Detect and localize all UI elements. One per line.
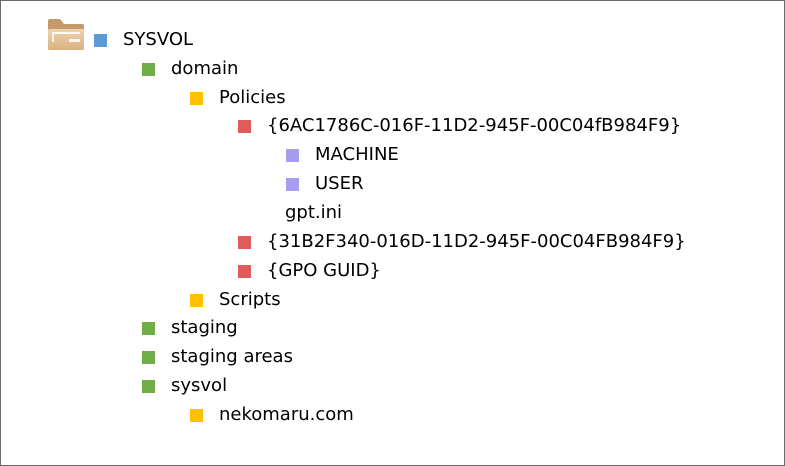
node-label: USER	[315, 173, 364, 194]
node-marker	[190, 408, 203, 422]
node-label: SYSVOL	[123, 29, 194, 50]
node-label: Policies	[219, 87, 286, 108]
node-label: domain	[171, 58, 239, 79]
tree-node-domain: domain	[142, 57, 238, 81]
node-label: staging	[171, 317, 238, 338]
node-label: {GPO GUID}	[267, 260, 381, 281]
tree-node-policies: Policies	[190, 86, 286, 110]
tree-node-gpt-ini: gpt.ini	[285, 201, 342, 225]
tree-node-scripts: Scripts	[190, 288, 281, 312]
tree-node-staging-areas: staging areas	[142, 345, 293, 369]
node-label: MACHINE	[315, 144, 399, 165]
node-label: Scripts	[219, 289, 281, 310]
node-marker	[94, 33, 107, 47]
tree-node-user: USER	[286, 172, 363, 196]
node-marker	[142, 62, 155, 76]
tree-node-staging: staging	[142, 316, 238, 340]
node-marker	[286, 177, 299, 191]
node-marker	[142, 350, 155, 364]
tree-node-sysvol-sub: sysvol	[142, 374, 227, 398]
node-marker	[142, 321, 155, 335]
node-marker	[190, 91, 203, 105]
tree-node-gpo-default-domain-policy: {6AC1786C-016F-11D2-945F-00C04fB984F9}	[238, 114, 681, 138]
node-marker	[142, 379, 155, 393]
node-label: nekomaru.com	[219, 404, 354, 425]
tree-node-nekomaru-com: nekomaru.com	[190, 403, 354, 427]
node-marker	[190, 293, 203, 307]
node-label: gpt.ini	[285, 202, 343, 223]
tree-node-gpo-guid: {GPO GUID}	[238, 259, 381, 283]
tree-node-sysvol: SYSVOL	[94, 28, 193, 52]
folder-icon	[48, 19, 84, 50]
node-marker	[238, 119, 251, 133]
node-label: {6AC1786C-016F-11D2-945F-00C04fB984F9}	[267, 115, 682, 136]
node-marker	[286, 148, 299, 162]
tree-node-machine: MACHINE	[286, 143, 399, 167]
node-label: staging areas	[171, 346, 293, 367]
tree-node-gpo-default-dc-policy: {31B2F340-016D-11D2-945F-00C04FB984F9}	[238, 230, 686, 254]
node-marker	[238, 235, 251, 249]
node-marker	[238, 264, 251, 278]
node-label: {31B2F340-016D-11D2-945F-00C04FB984F9}	[267, 231, 686, 252]
node-label: sysvol	[171, 375, 228, 396]
